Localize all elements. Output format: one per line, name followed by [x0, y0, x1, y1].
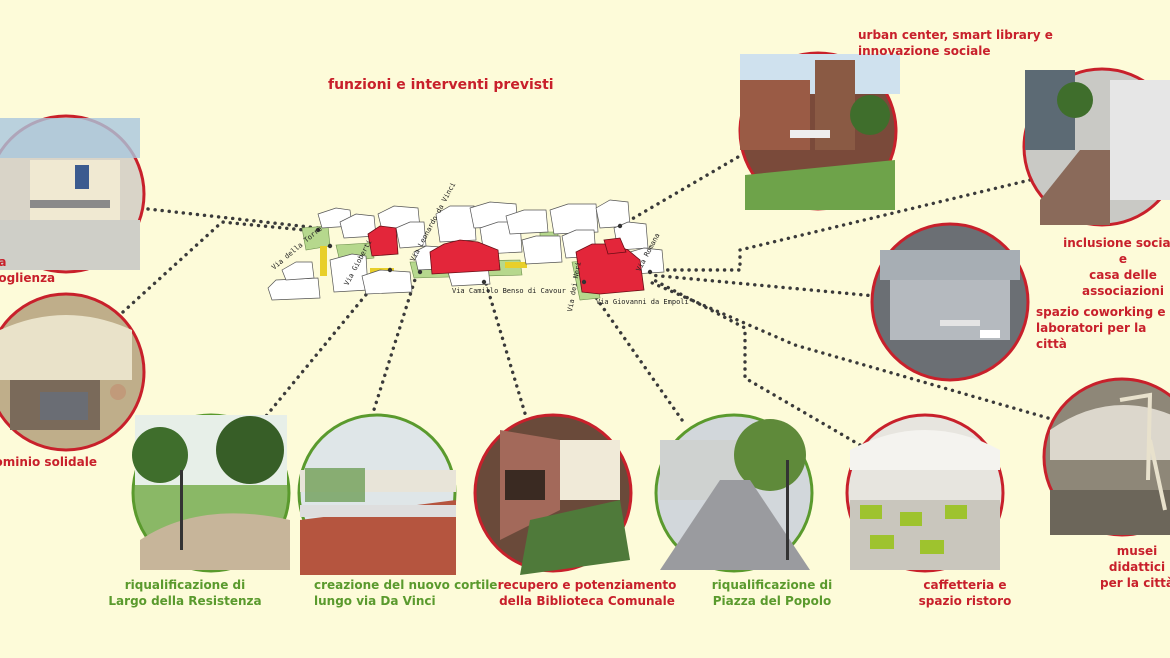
- street-cavour: Via Camillo Benso di Cavour: [452, 287, 566, 295]
- label-casa: casaaccoglienza: [0, 255, 56, 285]
- connector-cortile: [370, 268, 420, 418]
- connector-piazza: [583, 280, 684, 422]
- connector-coworking: [648, 273, 877, 298]
- yellow-path-1: [320, 246, 327, 276]
- label-condominio: condominio solidale: [0, 455, 97, 469]
- circle-casa-accoglienza: [0, 114, 146, 274]
- circle-piazza: [654, 413, 814, 573]
- circle-musei: [1042, 377, 1170, 537]
- connector-condominio: [121, 220, 327, 314]
- connector-casa: [146, 207, 320, 230]
- circle-inclusione: [1022, 67, 1170, 227]
- map-points: [315, 223, 653, 285]
- circle-cortile: [297, 413, 457, 575]
- connector-largo: [260, 266, 390, 423]
- circle-urban-center: [738, 51, 900, 211]
- yellow-path-3: [505, 262, 527, 268]
- connector-musei: [648, 280, 1050, 420]
- circle-caffetteria: [845, 413, 1005, 573]
- city-map: Via della Torre Via Gioberti Via Leonard…: [267, 181, 689, 312]
- circle-largo: [131, 413, 291, 573]
- circle-condominio: [0, 292, 146, 452]
- connector-biblioteca: [483, 278, 529, 422]
- buildings-red: [367, 225, 645, 295]
- connector-lines: [121, 148, 1050, 447]
- connector-inclusione: [648, 178, 1032, 272]
- buildings-white: [267, 199, 665, 301]
- poster-title: funzioni e interventi previsti: [328, 77, 554, 93]
- street-da-empoli: Via Giovanni da Empoli: [596, 298, 689, 306]
- circle-coworking: [870, 222, 1030, 382]
- circle-biblioteca: [473, 413, 633, 575]
